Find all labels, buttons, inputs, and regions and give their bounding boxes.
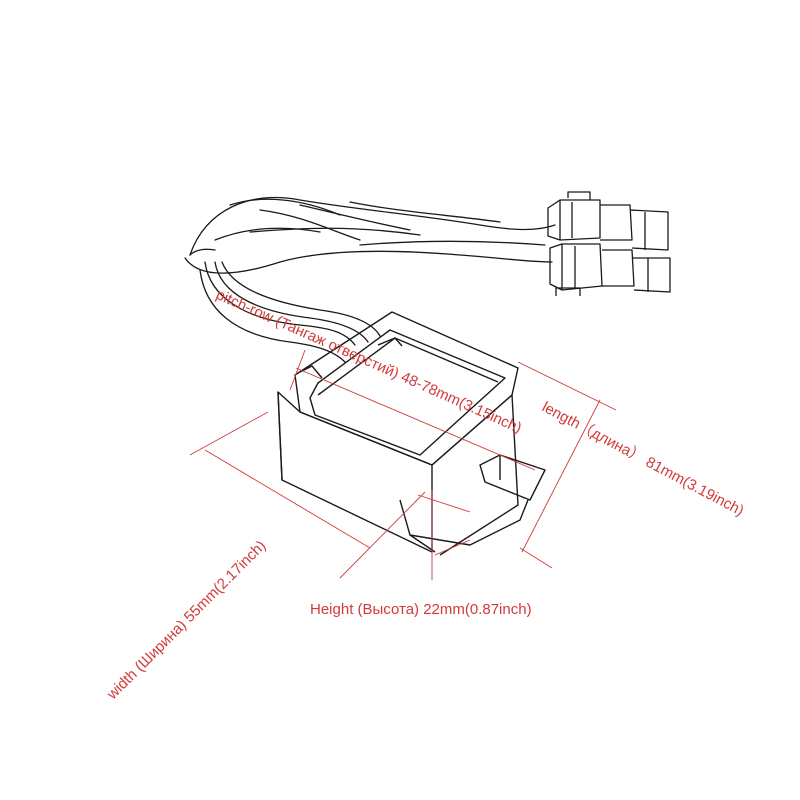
regulator-body bbox=[277, 311, 546, 556]
wire-harness bbox=[184, 196, 556, 363]
length-label: length（длина） 81mm(3.19inch) bbox=[539, 399, 746, 520]
dimension-lines bbox=[189, 349, 617, 580]
pitch-row-label: pitch-row (Тангаж отверстий) 48-78mm(3.1… bbox=[213, 286, 524, 437]
width-label: width (Ширина) 55mm(2.17inch) bbox=[103, 537, 269, 703]
height-label: Height (Высота) 22mm(0.87inch) bbox=[310, 601, 532, 618]
connector-plugs bbox=[547, 191, 671, 296]
